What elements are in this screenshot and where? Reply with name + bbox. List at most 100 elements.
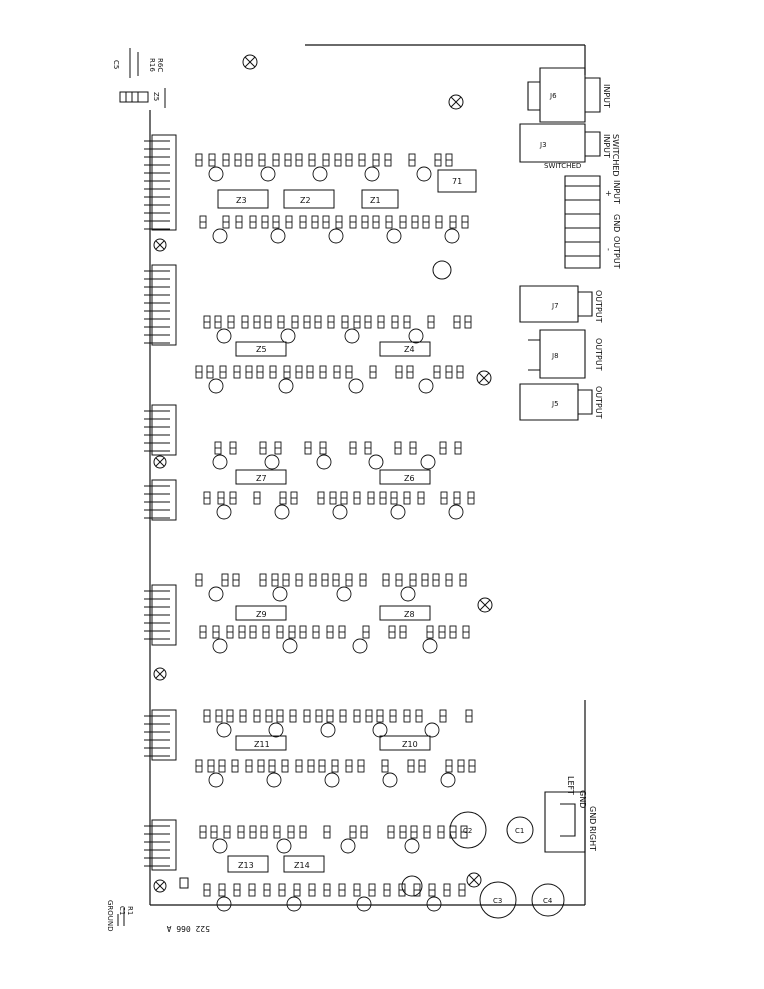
cap-c1	[449, 811, 487, 849]
top-left-parts	[117, 48, 189, 926]
component-row	[199, 625, 470, 654]
svg-text:J6: J6	[549, 92, 557, 100]
component-row	[203, 315, 472, 344]
label-switched: SWITCHED	[611, 134, 620, 177]
svg-text:Z13: Z13	[238, 861, 254, 870]
label-output-3: OUTPUT	[594, 338, 603, 371]
cap-c3	[479, 881, 517, 919]
svg-text:Z5: Z5	[256, 345, 267, 354]
bottom-left-labels: GROUND C1 R1 522 066 A	[106, 900, 210, 933]
mounting-hole	[153, 238, 167, 252]
mounting-hole	[153, 667, 167, 681]
mounting-hole	[477, 597, 493, 613]
svg-text:J8: J8	[551, 352, 559, 360]
component-row	[212, 441, 462, 470]
zone-z6	[379, 469, 431, 485]
zone-z14	[283, 855, 325, 873]
component-row	[195, 573, 467, 602]
label-z5: Z5	[152, 92, 160, 101]
board-outline	[149, 44, 586, 906]
component-row	[195, 153, 453, 182]
edge-header	[144, 264, 177, 346]
svg-text:J5: J5	[551, 400, 559, 408]
svg-text:Z4: Z4	[404, 345, 415, 354]
jack-j6	[527, 67, 601, 123]
mounting-hole	[448, 94, 464, 110]
svg-text:C4: C4	[543, 897, 553, 905]
label-minus: -	[604, 248, 613, 251]
edge-connectors	[144, 134, 177, 871]
zone-z10	[379, 735, 431, 751]
part-number: 522 066 A	[166, 924, 210, 933]
jack-j7	[519, 285, 593, 323]
zone-z7	[235, 469, 287, 485]
top-left-labels: C5 R16 R6C Z5	[112, 58, 164, 101]
zone-71	[437, 169, 477, 193]
zone-z3	[217, 189, 269, 209]
edge-header	[144, 404, 177, 456]
component-row	[203, 883, 466, 912]
svg-text:Z14: Z14	[294, 861, 310, 870]
edge-header	[144, 819, 177, 871]
edge-header	[144, 709, 177, 761]
zone-z4	[379, 341, 431, 357]
label-gnd-2: GND	[588, 806, 597, 824]
label-output-4: OUTPUT	[594, 386, 603, 419]
svg-text:Z10: Z10	[402, 740, 418, 749]
component-field	[195, 153, 476, 912]
component-row	[203, 491, 475, 520]
svg-text:C2: C2	[463, 827, 472, 835]
terminal-block	[564, 175, 601, 269]
label-right: RIGHT	[588, 826, 597, 851]
label-r16: R16	[148, 58, 156, 72]
edge-header	[144, 134, 177, 231]
label-output-1: OUTPUT	[612, 236, 621, 269]
label-gnd-1: GND	[612, 214, 621, 232]
zone-z5-top	[235, 341, 287, 357]
zone-z13	[227, 855, 269, 873]
capacitor-labels: C2 C1 C3 C4	[463, 827, 553, 905]
svg-text:Z9: Z9	[256, 610, 267, 619]
label-left: LEFT	[566, 776, 575, 795]
label-input-1: INPUT	[602, 84, 611, 108]
mounting-holes	[153, 54, 493, 893]
zone-z1	[361, 189, 399, 209]
label-plus: +	[604, 190, 613, 197]
component-row	[199, 215, 469, 244]
label-output-2: OUTPUT	[594, 290, 603, 323]
svg-text:Z3: Z3	[236, 196, 247, 205]
cap-c4	[531, 883, 565, 917]
svg-text:71: 71	[452, 177, 462, 186]
jack-j3	[519, 123, 601, 163]
label-c5: C5	[112, 60, 120, 69]
svg-text:Z7: Z7	[256, 474, 267, 483]
component-row	[195, 365, 464, 394]
svg-text:Z11: Z11	[254, 740, 270, 749]
svg-text:J7: J7	[551, 302, 559, 310]
zone-z11	[235, 735, 287, 751]
svg-text:Z8: Z8	[404, 610, 415, 619]
ic-zones	[217, 169, 477, 873]
power-jack	[544, 791, 586, 853]
jack-j8	[528, 329, 586, 379]
capacitors	[401, 260, 565, 919]
component-row	[203, 709, 473, 738]
svg-text:C1: C1	[515, 827, 524, 835]
svg-text:Z6: Z6	[404, 474, 415, 483]
zone-labels: Z3 Z2 Z1 Z5 Z4 Z7 Z6 Z9 Z8 Z11 Z10 Z13 Z…	[236, 177, 462, 870]
zone-z2	[283, 189, 335, 209]
svg-text:SWITCHED: SWITCHED	[544, 162, 581, 170]
mounting-hole	[153, 879, 167, 893]
svg-text:J3: J3	[539, 141, 547, 149]
label-c1: C1	[118, 906, 126, 915]
label-r6c: R6C	[156, 58, 164, 72]
component-row	[195, 759, 476, 788]
label-r1: R1	[126, 906, 134, 915]
label-ground: GROUND	[106, 900, 114, 932]
mounting-hole	[242, 54, 258, 70]
zone-z8	[379, 605, 431, 621]
edge-header	[144, 479, 177, 521]
mounting-hole	[153, 455, 167, 469]
edge-header	[144, 584, 177, 646]
